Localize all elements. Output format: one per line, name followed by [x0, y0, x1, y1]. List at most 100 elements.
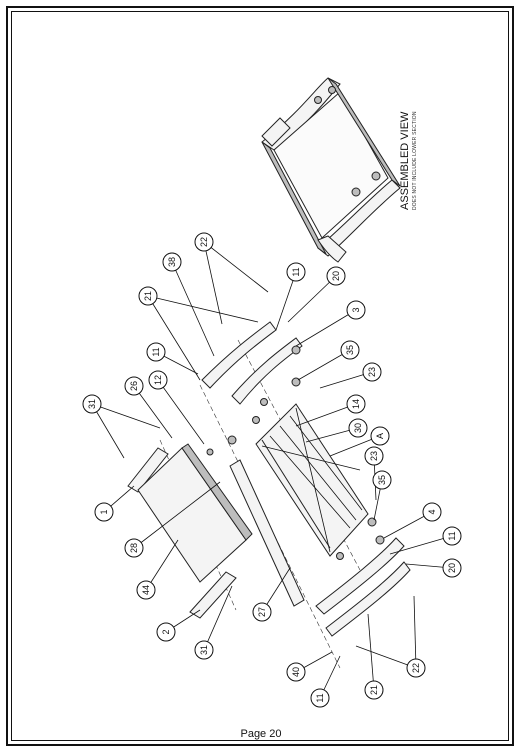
callout-label: 11 [291, 267, 301, 276]
callout-label: 20 [331, 271, 341, 281]
callout-bubble [370, 426, 390, 446]
callout-22: 22 [406, 658, 426, 678]
part-20-lower-cover [315, 537, 405, 615]
assembled-view-subtitle: DOES NOT INCLUDE LOWER SECTION [412, 111, 418, 210]
callout-31: 31 [194, 640, 214, 660]
callout-bubble [82, 394, 102, 414]
callout-23: 23 [362, 362, 382, 382]
callout-40: 40 [286, 662, 306, 682]
callout-20: 20 [442, 558, 462, 578]
callout-label: 21 [143, 291, 153, 301]
callout-label: A [375, 433, 385, 439]
callout-bubble [340, 340, 360, 360]
callout-21: 21 [364, 680, 384, 700]
callout-22: 22 [194, 232, 214, 252]
callout-30: 30 [348, 418, 368, 438]
callout-label: 38 [167, 257, 177, 267]
callout-bubble [124, 538, 144, 558]
part-27-roller [229, 459, 305, 607]
callout-bubble [286, 662, 306, 682]
callout-label: 1 [99, 509, 109, 514]
callout-bubble [136, 580, 156, 600]
part-2-bracket [189, 571, 237, 619]
callout-bubble [346, 394, 366, 414]
callout-bubble [406, 658, 426, 678]
assembled-view-title: ASSEMBLED VIEW [399, 111, 411, 210]
callout-28: 28 [124, 538, 144, 558]
callout-bubble [362, 362, 382, 382]
callout-bubble [146, 342, 166, 362]
callout-label: 27 [257, 607, 267, 617]
callout-label: 23 [369, 451, 379, 461]
callout-bubble [156, 622, 176, 642]
callout-label: 12 [153, 375, 163, 385]
callout-14: 14 [346, 394, 366, 414]
callout-label: 21 [369, 685, 379, 695]
assembled-view-label: ASSEMBLED VIEW DOES NOT INCLUDE LOWER SE… [399, 111, 418, 210]
callout-label: 20 [447, 563, 457, 573]
callout-label: 11 [447, 531, 457, 540]
callout-bubble [372, 470, 392, 490]
callout-label: 28 [129, 543, 139, 553]
callout-bubble [252, 602, 272, 622]
page-border-outer [6, 6, 514, 746]
callout-35: 35 [372, 470, 392, 490]
callout-2: 2 [156, 622, 176, 642]
callout-bubble [326, 266, 346, 286]
callout-11: 11 [286, 262, 306, 282]
part-21-upper-rail [231, 337, 303, 405]
callout-label: 14 [351, 399, 361, 409]
page-label: Page [240, 728, 267, 740]
callout-38: 38 [162, 252, 182, 272]
callout-27: 27 [252, 602, 272, 622]
callout-label: 23 [367, 367, 377, 377]
callout-label: 11 [315, 693, 325, 702]
callout-label: 31 [87, 399, 97, 409]
callout-label: 22 [199, 237, 209, 247]
callout-bubble [310, 688, 330, 708]
callout-20: 20 [326, 266, 346, 286]
callout-label: 35 [345, 345, 355, 355]
callout-bubble [348, 418, 368, 438]
callout-11: 11 [146, 342, 166, 362]
callout-bubble [162, 252, 182, 272]
callout-bubble [194, 640, 214, 660]
part-20-upper-cover [201, 321, 277, 389]
callout-bubble [148, 370, 168, 390]
callout-bubble [364, 680, 384, 700]
callout-bubble [442, 526, 462, 546]
callout-label: 2 [161, 629, 171, 634]
callout-label: 31 [199, 645, 209, 655]
callout-21: 21 [138, 286, 158, 306]
callout-26: 26 [124, 376, 144, 396]
part-a-frame [255, 403, 369, 557]
assembled-view-illustration [261, 77, 401, 263]
page-number-value: 20 [269, 728, 282, 740]
page-border-inner [11, 11, 509, 741]
callout-31: 31 [82, 394, 102, 414]
page-number: Page 20 [0, 728, 522, 740]
callout-44: 44 [136, 580, 156, 600]
callout-label: 4 [427, 509, 437, 514]
callout-label: 44 [141, 585, 151, 595]
callout-bubble [442, 558, 462, 578]
callout-label: 35 [377, 475, 387, 485]
callout-11: 11 [442, 526, 462, 546]
callout-bubble [422, 502, 442, 522]
callout-bubble [194, 232, 214, 252]
part-31-upper-bracket [127, 447, 169, 493]
part-21-lower-rail [325, 561, 411, 637]
callout-4: 4 [422, 502, 442, 522]
callout-label: 26 [129, 381, 139, 391]
callout-bubble [346, 300, 366, 320]
callout-23: 23 [364, 446, 384, 466]
callout-bubble [286, 262, 306, 282]
callout-3: 3 [346, 300, 366, 320]
callout-11: 11 [310, 688, 330, 708]
callout-bubble [138, 286, 158, 306]
callout-bubble [364, 446, 384, 466]
callout-label: 40 [291, 667, 301, 677]
callout-bubble [94, 502, 114, 522]
callout-bubble [124, 376, 144, 396]
